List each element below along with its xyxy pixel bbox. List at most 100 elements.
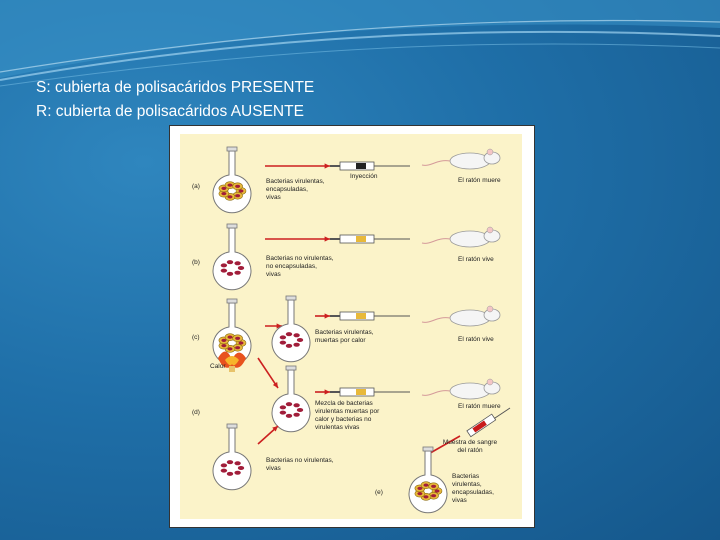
blood-label-line: del ratón	[457, 447, 483, 454]
flask-e-bacterium	[234, 470, 241, 475]
flask-c-bacterium	[221, 344, 227, 348]
mouse-a-body	[449, 152, 491, 170]
flask-e-glass	[212, 427, 252, 491]
flask-b-bacterium	[234, 261, 241, 266]
flask-c-neck	[226, 298, 238, 304]
arrow-a	[265, 163, 330, 169]
flask-final-bacterium	[423, 483, 429, 487]
flask-d-bacterium	[279, 405, 287, 410]
row-e-final-letter: (e)	[375, 489, 383, 496]
flask-b-bacterium	[234, 270, 241, 275]
flask-c-dead-bacterium	[285, 332, 293, 337]
flask-a-bacterium	[221, 192, 227, 196]
arrow-d	[315, 389, 330, 395]
flask-b-bacterium	[237, 266, 245, 270]
row-c-result: El ratón vive	[458, 336, 494, 343]
final-desc-line: encapsuladas,	[452, 489, 494, 496]
flask-c-dead-bacterium	[285, 343, 293, 348]
flask-c-dead-bacterium	[279, 340, 287, 345]
syringe-d	[330, 387, 410, 397]
flask-e-bacterium	[226, 460, 234, 465]
arrow-c	[315, 313, 330, 319]
syringe-b-plunger-rod	[330, 238, 340, 240]
syringe-a-fluid	[356, 163, 366, 169]
flask-e	[212, 423, 252, 491]
row-c-letter: (c)	[192, 334, 200, 341]
flask-e-bacterium	[220, 463, 228, 468]
row-b-letter: (b)	[192, 259, 200, 266]
final-desc-line: Bacterias	[452, 473, 480, 480]
flask-c-bacterium	[221, 338, 227, 342]
arrow-e-to-d-head	[272, 426, 278, 432]
row-d-result: El ratón muere	[458, 403, 501, 410]
row-b-desc-line: no encapsuladas,	[266, 263, 317, 270]
flask-a-bacterium	[221, 186, 227, 190]
injection-label: Inyección	[350, 173, 378, 180]
flask-final	[408, 446, 448, 514]
arrow-d-from-c	[257, 357, 279, 389]
mouse-c-tail	[421, 317, 451, 323]
syringe-c-plunger-rod	[330, 315, 340, 317]
mouse-c	[421, 305, 501, 327]
blood-fluid	[472, 420, 487, 433]
flask-c-bacterium	[235, 336, 241, 340]
flask-b-neck	[226, 223, 238, 229]
flask-a-bacterium	[235, 184, 241, 188]
final-desc-line: virulentas,	[452, 481, 482, 488]
line-s: S: cubierta de polisacáridos PRESENTE	[36, 79, 315, 96]
row-e-desc-line: vivas	[266, 465, 282, 472]
row-d-desc-line: virulentas muertas por	[315, 408, 380, 415]
row-a-desc-line: Bacterias virulentas,	[266, 178, 325, 185]
mouse-b-body	[449, 230, 491, 248]
flask-a-bacterium	[227, 183, 233, 187]
flask-d-glass	[271, 369, 311, 433]
slide-text: S: cubierta de polisacáridos PRESENTE R:…	[36, 76, 314, 124]
flask-e-bacterium	[234, 461, 241, 466]
syringe-c-fluid	[356, 313, 366, 319]
flask-final-bacterium	[431, 494, 437, 498]
flask-c-dead	[271, 295, 311, 363]
flask-d-bacterium	[293, 412, 300, 417]
row-b-result: El ratón vive	[458, 256, 494, 263]
flask-c-dead-bacterium	[293, 333, 300, 338]
blood-label-line: Muestra de sangre	[443, 439, 498, 446]
row-c-desc-line: muertas por calor	[315, 337, 366, 344]
arrow-d-from-c-shaft	[257, 357, 279, 389]
final-desc-line: vivas	[452, 497, 468, 504]
mouse-d-ear	[486, 378, 494, 386]
row-e-desc-line: Bacterias no virulentas,	[266, 457, 334, 464]
row-d-desc-line: virulentas vivas	[315, 424, 360, 431]
flask-final-bacterium	[417, 492, 423, 496]
syringe-c	[330, 311, 410, 321]
flask-e-bacterium	[237, 466, 245, 470]
flask-d-bacterium	[285, 402, 293, 407]
flask-c-dead-bacterium	[279, 335, 287, 340]
flask-d-bacterium	[293, 403, 300, 408]
mouse-a-tail	[421, 160, 451, 166]
flask-a-bacterium	[227, 195, 233, 199]
flask-c-bacterium	[227, 335, 233, 339]
flask-b-glass	[212, 227, 252, 291]
flask-c-bacterium	[227, 347, 233, 351]
flask-c-dead-bacterium	[296, 338, 304, 342]
flask-c-dead-neck	[285, 295, 297, 301]
arrow-c-flask-head	[276, 323, 282, 329]
row-a-letter: (a)	[192, 183, 200, 190]
flask-final-neck	[422, 446, 434, 452]
flask-b-bacterium	[220, 268, 228, 273]
flask-a-neck	[226, 146, 238, 152]
syringe-b-fluid	[356, 236, 366, 242]
flask-e-bacterium	[226, 471, 234, 476]
row-b-desc-line: vivas	[266, 271, 282, 278]
arrow-d-from-c-head	[272, 382, 278, 388]
arrow-b	[265, 236, 330, 242]
row-a-result: El ratón muere	[458, 177, 501, 184]
mouse-a-ear	[486, 148, 494, 156]
mouse-d-body	[449, 382, 491, 400]
arrow-e-to-d	[257, 425, 279, 445]
flask-b-bacterium	[226, 271, 234, 276]
arrow-a-head	[324, 163, 330, 169]
flask-final-bacterium	[431, 484, 437, 488]
row-d-letter: (d)	[192, 409, 200, 416]
